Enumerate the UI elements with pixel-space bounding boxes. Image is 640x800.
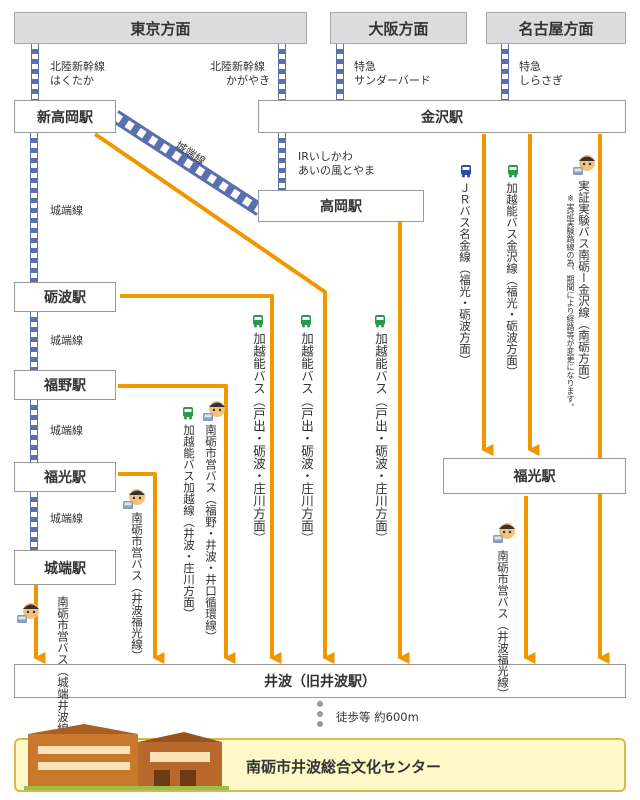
mascot-icon <box>203 401 225 421</box>
walk-label: 徒歩等 約600m <box>336 710 419 724</box>
station-fukumitsu: 福光駅 <box>14 462 116 492</box>
mascot-icon <box>123 489 145 509</box>
label-kagayaki: かがやき <box>226 74 270 87</box>
route-kaetsuno-kaetsu: 加越能バス加越線（井波・庄川方面） <box>182 424 196 620</box>
label-shirasagi-type: 特急 <box>519 60 541 73</box>
label-johana-line-2: 城端線 <box>50 334 83 347</box>
mascot-icon <box>573 155 595 175</box>
mascot-icon <box>493 523 515 543</box>
mascot-icon <box>17 603 39 623</box>
label-shirasagi: しらさぎ <box>519 74 563 87</box>
bus-icon <box>375 315 385 328</box>
label-hakutaka-line: 北陸新幹線 <box>50 60 105 73</box>
station-kanazawa: 金沢駅 <box>258 100 626 133</box>
walk-dots <box>317 701 323 727</box>
route-kaetsuno-1: 加越能バス（戸出・砺波・庄川方面） <box>251 332 266 545</box>
bus-icon <box>183 407 193 420</box>
rail-lines <box>30 44 509 550</box>
label-johana-line-1: 城端線 <box>50 204 83 217</box>
header-osaka: 大阪方面 <box>330 12 467 44</box>
bus-routes <box>33 132 610 664</box>
route-nanto-right: 南砺市営バス（井波福光線） <box>496 550 510 700</box>
header-tokyo: 東京方面 <box>14 12 307 44</box>
station-fukumitsu-right: 福光駅 <box>443 458 626 494</box>
route-nanto-fukumitsu: 南砺市営バス（井波福光線） <box>130 512 144 662</box>
station-johana: 城端駅 <box>14 550 116 585</box>
route-nanto-johana: 南砺市営バス（城端井波線） <box>56 596 70 746</box>
bus-icon <box>461 165 471 178</box>
route-jissho-note: ※実証実験路線の為、期間により経路等が変更になります。 <box>566 194 575 411</box>
label-hakutaka: はくたか <box>50 74 94 87</box>
route-nanto-fukuno: 南砺市営バス（福野・井波・井口循環線） <box>204 424 218 643</box>
station-fukuno: 福野駅 <box>14 370 116 400</box>
label-thunderbird: サンダーバード <box>354 74 431 87</box>
destination-name: 南砺市井波総合文化センター <box>246 758 442 776</box>
header-nagoya: 名古屋方面 <box>486 12 626 44</box>
label-ainokaze: あいの風とやま <box>298 164 375 177</box>
bus-icon <box>253 315 263 328</box>
bus-icon <box>508 165 518 178</box>
culture-center-building-icon <box>24 724 229 790</box>
station-tonami: 砺波駅 <box>14 282 116 312</box>
station-inami: 井波（旧井波駅） <box>14 664 626 698</box>
route-kaetsuno-2: 加越能バス（戸出・砺波・庄川方面） <box>299 332 314 545</box>
label-johana-line-3: 城端線 <box>50 424 83 437</box>
label-ir-ishikawa: IRいしかわ <box>298 150 353 163</box>
label-thunderbird-type: 特急 <box>354 60 376 73</box>
station-takaoka: 高岡駅 <box>258 190 424 222</box>
destination-panel: 南砺市井波総合文化センター <box>14 724 626 792</box>
station-shin-takaoka: 新高岡駅 <box>14 100 116 133</box>
label-kagayaki-line: 北陸新幹線 <box>210 60 265 73</box>
route-kaetsuno-3: 加越能バス（戸出・砺波・庄川方面） <box>373 332 388 545</box>
route-kaetsuno-kanazawa: 加越能バス金沢線（福光・砺波方面） <box>505 182 519 378</box>
route-jissho-bus: 実証実験バス南砺ー金沢線（南砺方面） <box>577 180 591 387</box>
route-jr-bus: ＪＲバス名金線（福光・砺波方面） <box>458 182 472 366</box>
label-johana-line-4: 城端線 <box>50 512 83 525</box>
bus-icon <box>301 315 311 328</box>
